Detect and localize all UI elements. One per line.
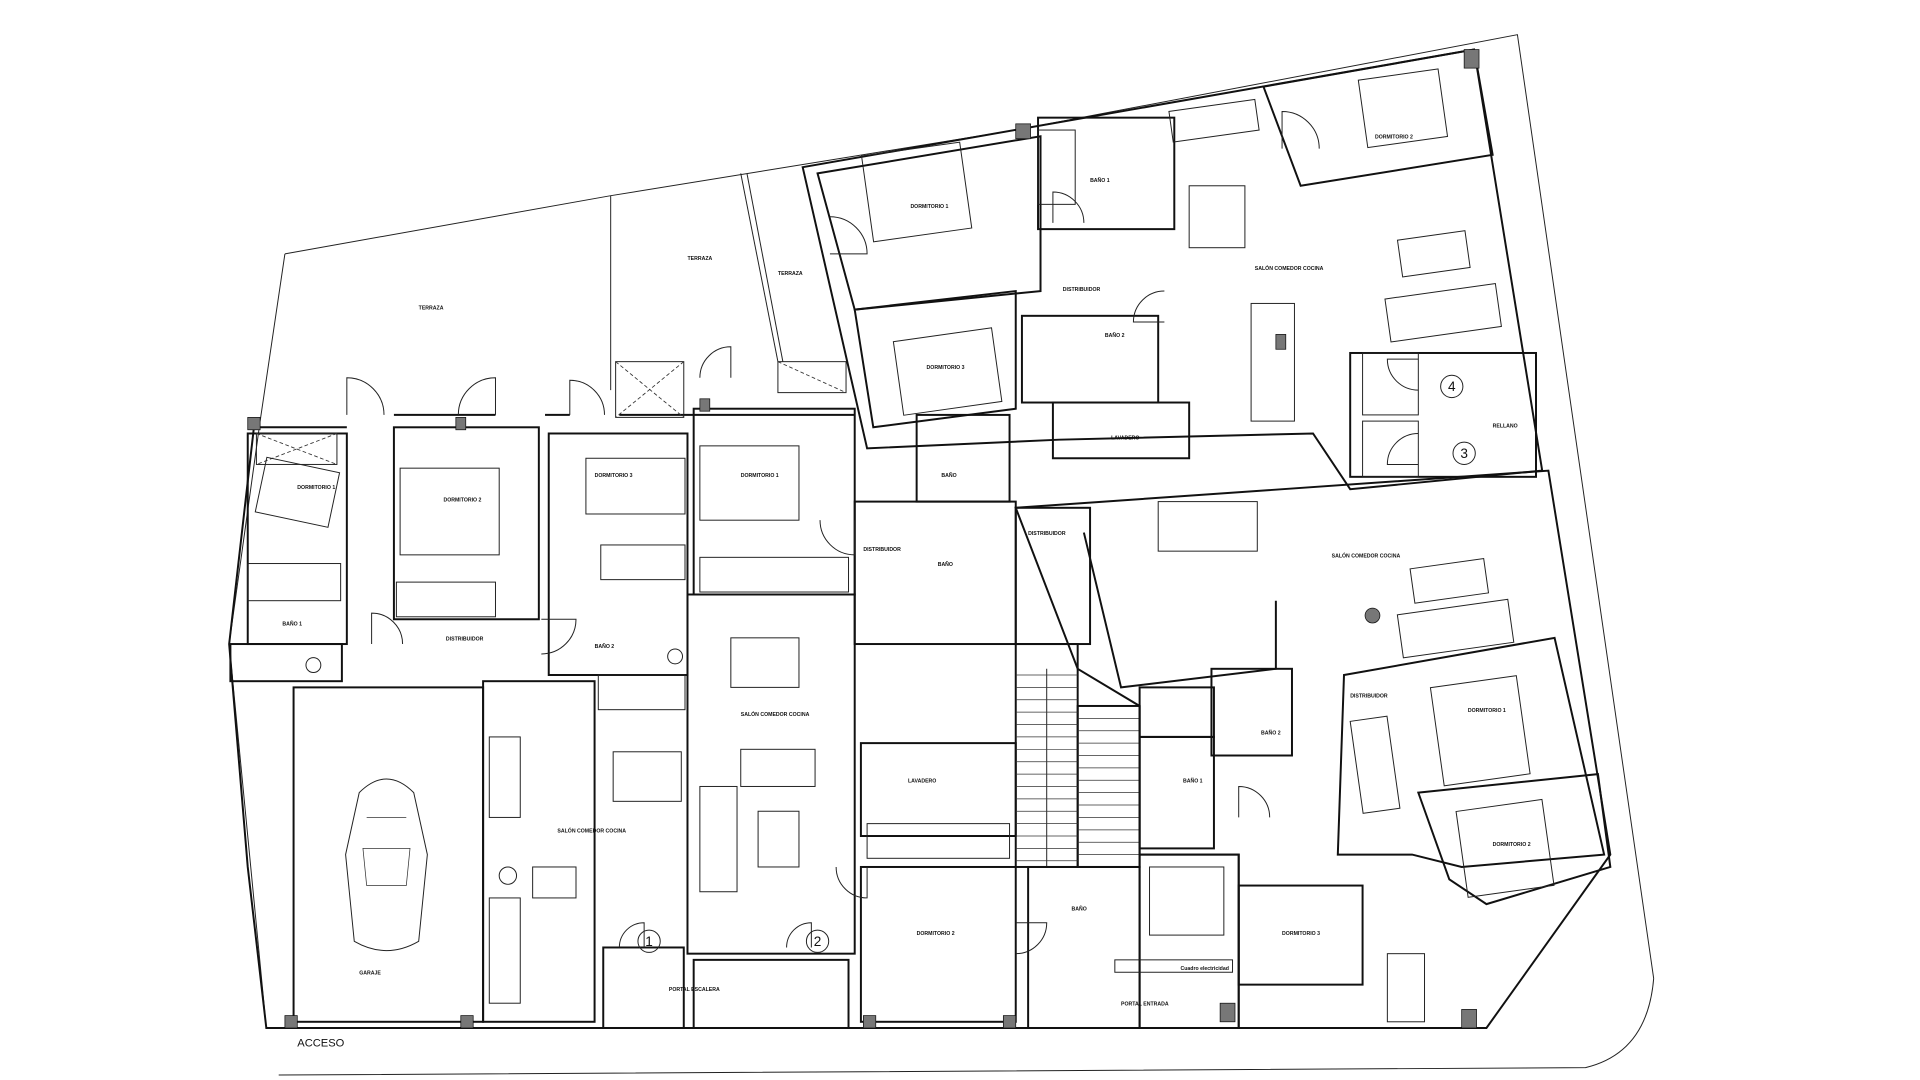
room-label: Cuadro electricidad <box>1180 966 1228 972</box>
door-swing <box>1238 785 1271 818</box>
room-label: DORMITORIO 2 <box>1493 842 1531 848</box>
door-swing <box>618 922 645 948</box>
room-label: SALÓN COMEDOR COCINA <box>1255 264 1324 272</box>
room-label: DORMITORIO 1 <box>741 473 779 479</box>
room-label: BAÑO 1 <box>1090 177 1110 184</box>
door-swing <box>835 866 868 899</box>
stair-number-4: 4 <box>1448 379 1456 394</box>
door-swing <box>1281 110 1320 149</box>
room-labels: TERRAZA TERRAZA TERRAZA DORMITORIO 1 DORMITO… <box>282 135 1530 1008</box>
room-label: DISTRIBUIDOR <box>446 636 484 642</box>
stair-marker-3 <box>1452 441 1476 465</box>
furniture-left <box>254 445 816 1004</box>
room-label: DISTRIBUIDOR <box>1028 531 1066 537</box>
room-label: DISTRIBUIDOR <box>1063 287 1101 293</box>
room-label: TERRAZA <box>419 306 444 312</box>
room-label: LAVADERO <box>1111 436 1139 442</box>
room-label: DORMITORIO 2 <box>443 498 481 504</box>
room-label: LAVADERO <box>908 779 936 785</box>
room-label: DORMITORIO 2 <box>1375 135 1413 141</box>
left-block-walls <box>228 173 1487 1029</box>
car-icon <box>345 778 428 951</box>
room-label: DORMITORIO 3 <box>927 365 965 371</box>
door-swing <box>699 346 732 378</box>
right-upper-block <box>801 48 1544 503</box>
door-swing <box>1386 432 1419 465</box>
room-label: RELLANO <box>1493 423 1518 429</box>
door-swing <box>829 216 868 255</box>
room-label: BAÑO <box>938 561 953 568</box>
room-label: BAÑO 1 <box>282 620 302 627</box>
room-label: DORMITORIO 1 <box>297 485 335 491</box>
door-swing <box>786 922 812 948</box>
room-label: BAÑO 1 <box>1183 778 1203 785</box>
door-swing <box>1052 191 1085 223</box>
room-label: BAÑO 2 <box>1261 729 1281 736</box>
room-label: SALÓN COMEDOR COCINA <box>557 826 626 834</box>
door-swing <box>371 612 404 645</box>
stair-marker-4 <box>1440 374 1464 399</box>
room-label: DORMITORIO 3 <box>1282 931 1320 937</box>
room-label: BAÑO 2 <box>1105 332 1125 339</box>
door-swing <box>1015 922 1048 955</box>
door-swing <box>346 377 385 415</box>
room-label: DORMITORIO 2 <box>917 931 955 937</box>
room-label: TERRAZA <box>778 271 803 277</box>
room-label: DISTRIBUIDOR <box>1350 693 1388 699</box>
room-label: DISTRIBUIDOR <box>863 547 901 553</box>
door-swings <box>346 110 1419 955</box>
stair-number-2: 2 <box>814 934 822 949</box>
stair-marker-1 <box>637 929 661 953</box>
room-label: BAÑO 2 <box>595 643 615 650</box>
door-swing <box>1132 290 1165 323</box>
room-label: GARAJE <box>359 971 381 977</box>
room-label: DORMITORIO 3 <box>595 473 633 479</box>
door-swing <box>457 377 496 415</box>
room-label: PORTAL ESCALERA <box>669 987 720 993</box>
stair-number-1: 1 <box>645 934 653 949</box>
right-lower-block <box>1014 469 1612 1029</box>
room-label: SALÓN COMEDOR COCINA <box>1332 551 1401 559</box>
door-swing <box>541 618 577 655</box>
center-stair <box>1014 506 1240 1029</box>
room-label: DORMITORIO 1 <box>1468 708 1506 714</box>
stair-markers: 1 2 3 4 <box>637 374 1476 953</box>
room-label: DORMITORIO 1 <box>910 204 948 210</box>
room-label: TERRAZA <box>687 256 712 262</box>
door-swing <box>1386 358 1419 391</box>
room-label: PORTAL ENTRADA <box>1121 1002 1169 1008</box>
stair-marker-2 <box>805 929 830 953</box>
room-label: BAÑO <box>941 472 956 479</box>
room-label: SALÓN COMEDOR COCINA <box>741 710 810 718</box>
room-label: BAÑO <box>1071 905 1086 912</box>
door-swing <box>819 520 856 556</box>
stair-number-3: 3 <box>1460 446 1468 461</box>
access-label: ACCESO <box>297 1038 344 1050</box>
door-swing <box>569 379 605 415</box>
